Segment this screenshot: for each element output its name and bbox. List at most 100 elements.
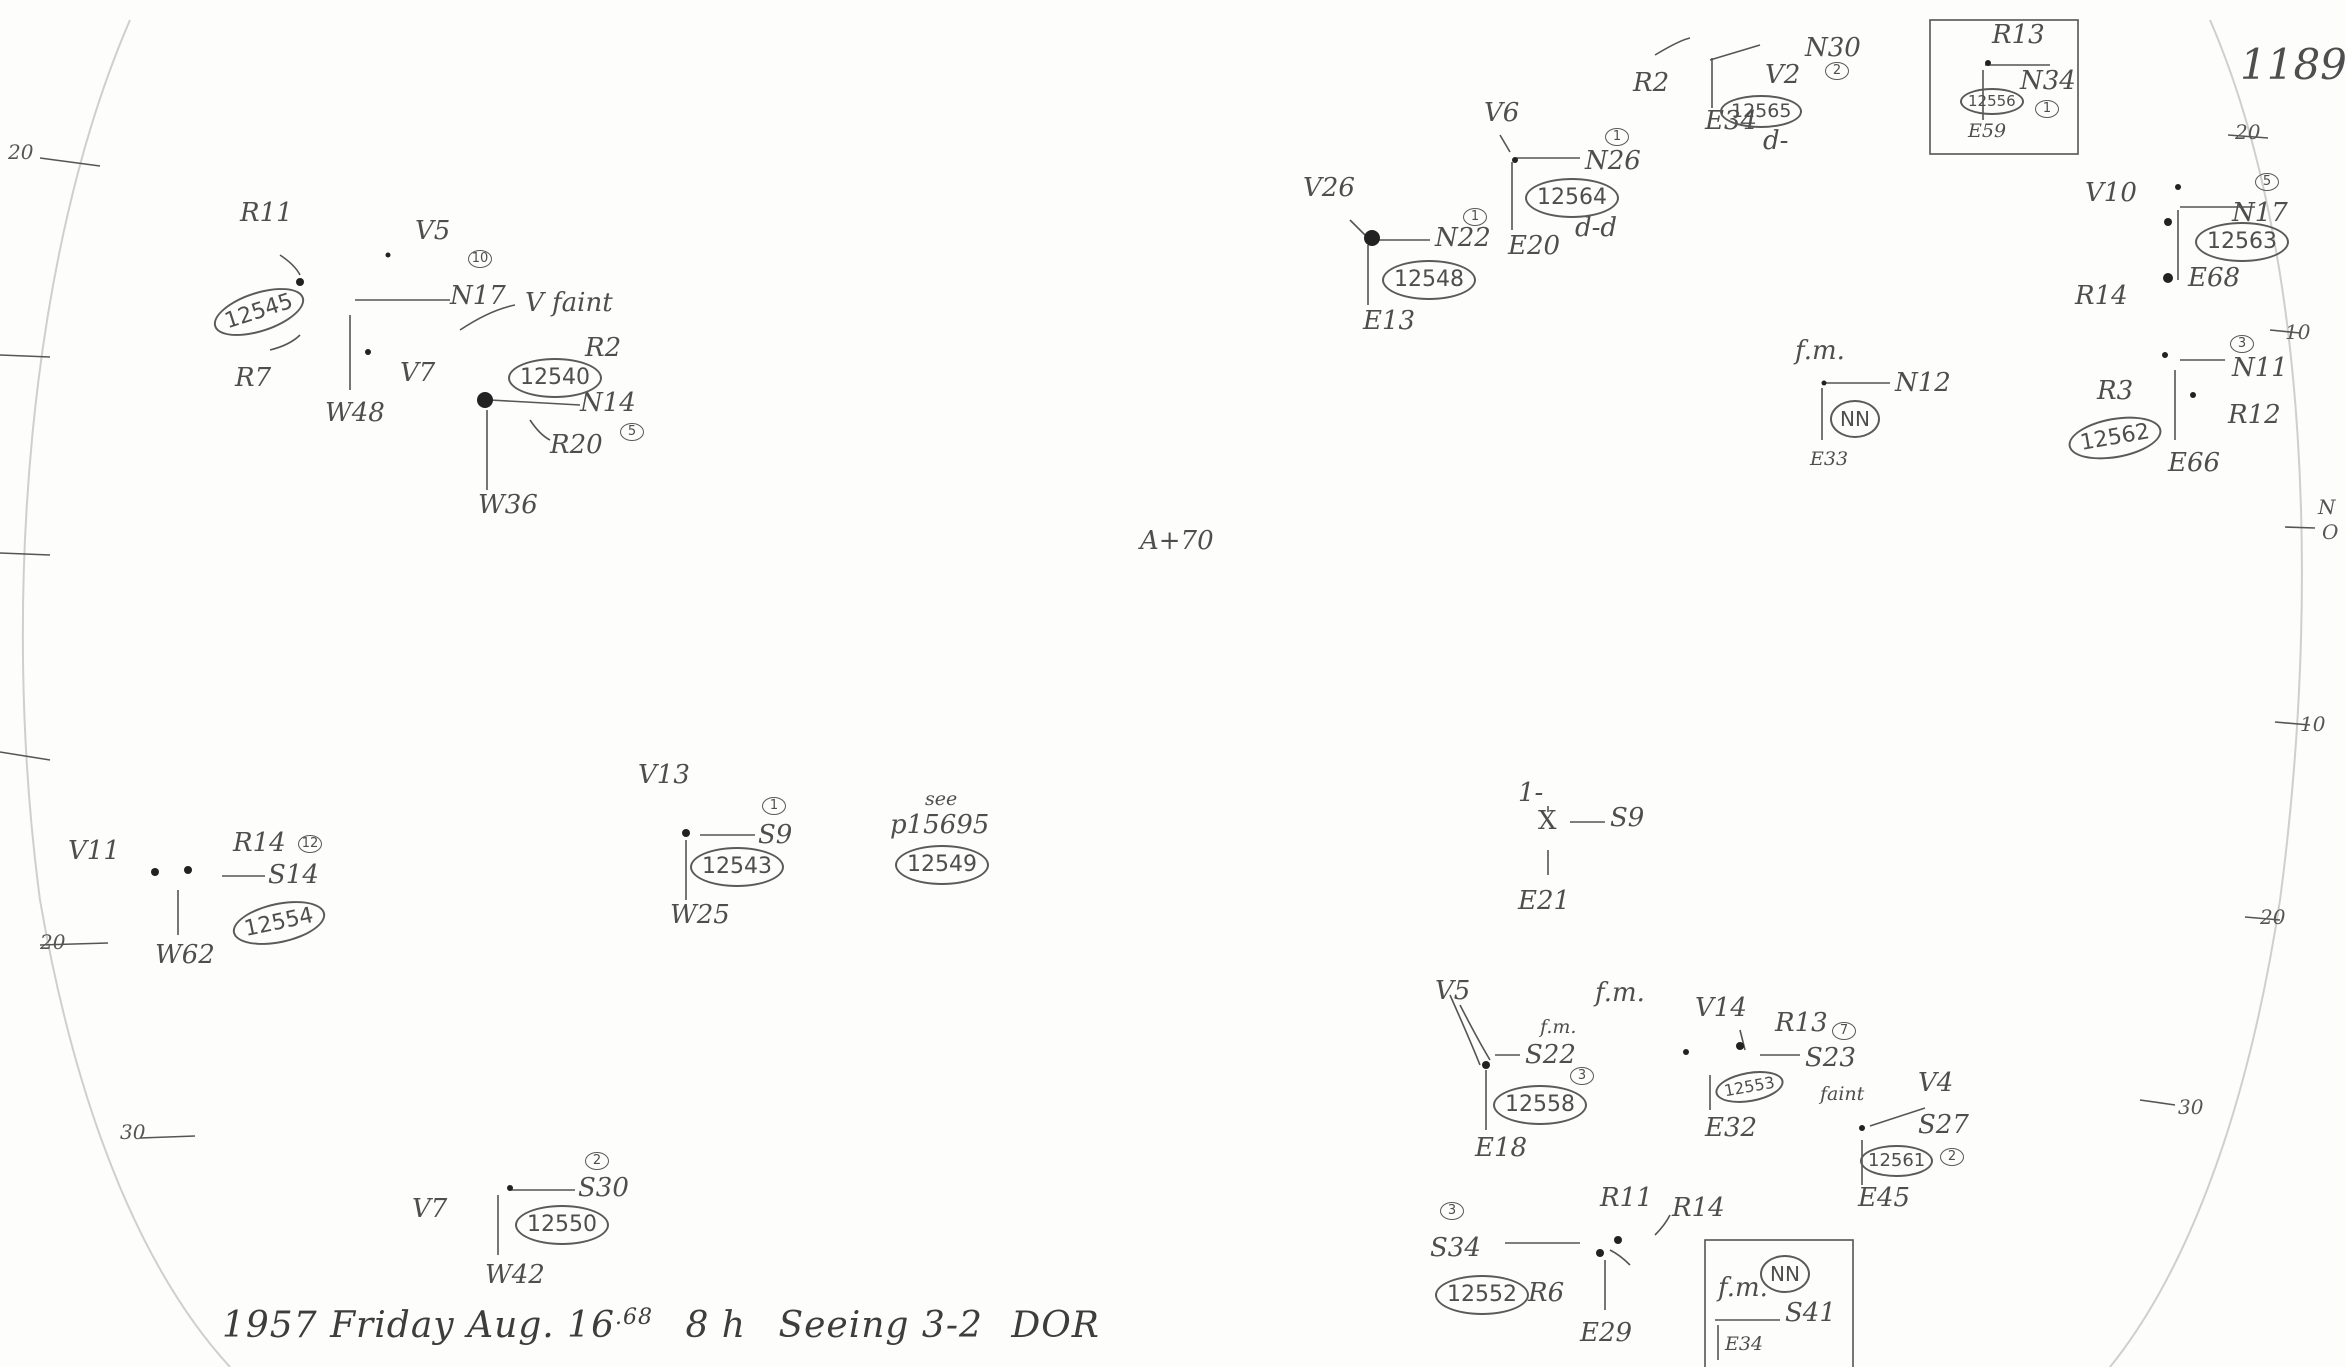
label: R7 <box>235 363 272 393</box>
label: W25 <box>670 900 730 930</box>
label: W36 <box>478 490 538 520</box>
rim-label: 30 <box>120 1120 146 1144</box>
label: R13 <box>1775 1008 1828 1038</box>
label: E59 <box>1968 120 2007 142</box>
label: W48 <box>325 398 385 428</box>
spot <box>2163 273 2173 283</box>
group-number: 12550 <box>515 1205 609 1245</box>
spot <box>1736 1042 1744 1050</box>
edge-mark-o: O <box>2322 520 2339 544</box>
label: V2 <box>1765 60 1801 90</box>
disc-outline-left <box>21 19 231 1367</box>
label: f.m. <box>1795 336 1845 366</box>
label: E21 <box>1518 886 1571 916</box>
rim-label: 20 <box>8 140 34 164</box>
label: N26 <box>1585 146 1641 176</box>
label: S30 <box>578 1173 629 1203</box>
label: N30 <box>1805 33 1861 63</box>
label: R14 <box>1672 1193 1725 1223</box>
group-number: 12563 <box>2195 222 2289 262</box>
label: S22 <box>1525 1040 1576 1070</box>
count-badge: 2 <box>1825 62 1849 80</box>
footer-date: Friday Aug. 16 <box>330 1305 615 1346</box>
label: R2 <box>585 333 622 363</box>
group-number: 12548 <box>1382 260 1476 300</box>
group-number: 12556 <box>1960 88 2024 115</box>
rim-tick <box>2139 1099 2176 1106</box>
group-number: NN <box>1760 1255 1810 1293</box>
group-number: 12564 <box>1525 178 1619 218</box>
group-number: 12552 <box>1435 1275 1529 1315</box>
label: S9 <box>1610 803 1645 833</box>
spot <box>2175 184 2181 190</box>
rim-tick <box>0 354 51 358</box>
label: V26 <box>1303 173 1355 203</box>
label: E33 <box>1810 448 1849 470</box>
label: R6 <box>1528 1278 1565 1308</box>
spot <box>1614 1236 1622 1244</box>
label: R13 <box>1992 20 2045 50</box>
footer-initials: DOR <box>1011 1305 1100 1346</box>
count-badge: 7 <box>1832 1022 1856 1040</box>
spot <box>1482 1061 1490 1069</box>
rim-label: 20 <box>2260 905 2286 929</box>
label: E13 <box>1363 306 1416 336</box>
count-badge: 10 <box>468 250 492 268</box>
rim-tick <box>2274 721 2311 726</box>
label: f.m. <box>1595 978 1645 1008</box>
spot <box>2190 392 2196 398</box>
rim-label: 10 <box>2300 712 2326 736</box>
label: E68 <box>2188 263 2241 293</box>
edge-mark-n: N <box>2318 495 2336 519</box>
group-number: NN <box>1830 400 1880 438</box>
label: R11 <box>1600 1183 1653 1213</box>
label: N34 <box>2020 66 2076 96</box>
label: R14 <box>233 828 286 858</box>
label: S14 <box>268 860 319 890</box>
reference-number: 12549 <box>895 845 989 885</box>
count-badge: 5 <box>2255 173 2279 191</box>
reference-page: p15695 <box>890 810 990 840</box>
rim-tick <box>0 751 51 761</box>
label: W62 <box>155 940 215 970</box>
rim-tick <box>139 1135 196 1139</box>
label: V5 <box>1435 976 1471 1006</box>
footer-year: 1957 <box>222 1305 318 1346</box>
label: E20 <box>1508 231 1561 261</box>
spot <box>1859 1125 1865 1131</box>
label: V5 <box>415 216 451 246</box>
label: N22 <box>1435 223 1491 253</box>
label: E18 <box>1475 1133 1528 1163</box>
group-number: 12561 <box>1860 1145 1934 1177</box>
rim-tick <box>2269 329 2301 334</box>
count-badge: 3 <box>1440 1202 1464 1220</box>
label: V6 <box>1484 98 1520 128</box>
rim-tick <box>0 552 51 556</box>
label: N17 <box>450 281 506 311</box>
label: E32 <box>1705 1113 1758 1143</box>
label: R11 <box>240 198 293 228</box>
count-badge: 2 <box>1940 1148 1964 1166</box>
footer-fraction: .68 <box>615 1305 653 1330</box>
reference-see: see <box>925 788 958 810</box>
spot <box>682 829 690 837</box>
group-number: 12565 <box>1720 95 1803 128</box>
count-badge: 1 <box>762 797 786 815</box>
rim-tick <box>2244 916 2281 921</box>
label: V11 <box>68 836 120 866</box>
count-badge: 3 <box>2230 335 2254 353</box>
rim-label: 20 <box>40 930 66 954</box>
label: R12 <box>2228 400 2281 430</box>
label: d-d <box>1575 213 1618 243</box>
label: R3 <box>2097 376 2134 406</box>
label: V faint <box>525 288 613 318</box>
spot <box>1985 60 1991 66</box>
spot <box>1821 380 1827 386</box>
spot <box>1364 230 1380 246</box>
rim-tick <box>39 157 101 167</box>
count-badge: 2 <box>585 1152 609 1170</box>
label: V10 <box>2085 178 2137 208</box>
label: faint <box>1820 1083 1865 1105</box>
